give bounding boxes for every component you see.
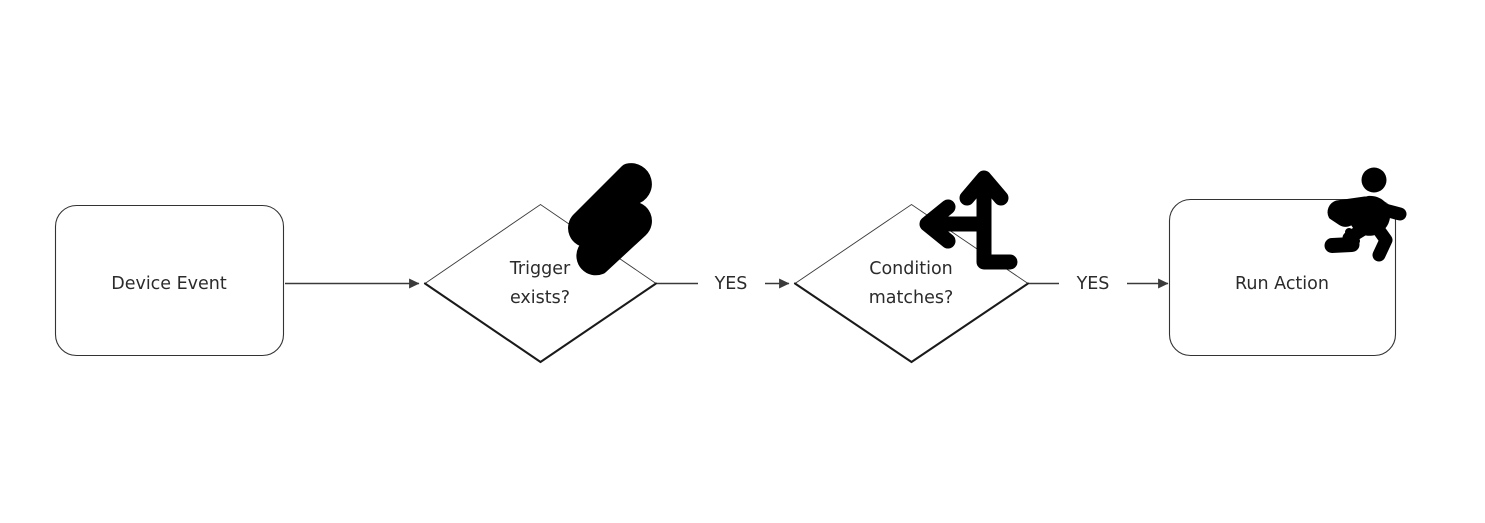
edge-label-yes-2: YES xyxy=(1076,274,1110,294)
trigger-label-line2: exists? xyxy=(510,288,570,308)
device-event-label: Device Event xyxy=(111,274,227,294)
node-condition-matches[interactable]: Condition matches? xyxy=(793,170,1030,364)
running-person-icon xyxy=(1324,167,1407,262)
trigger-label-line1: Trigger xyxy=(509,259,571,279)
condition-label-line2: matches? xyxy=(869,288,954,308)
node-trigger-exists[interactable]: Trigger exists? xyxy=(423,163,658,364)
node-run-action[interactable]: Run Action xyxy=(1168,167,1407,357)
node-device-event[interactable]: Device Event xyxy=(54,204,285,357)
condition-label-line1: Condition xyxy=(869,259,953,279)
run-action-box[interactable] xyxy=(1168,198,1397,357)
edge-condition-to-action: YES xyxy=(1029,274,1169,294)
lightning-bolt-icon xyxy=(568,163,652,276)
device-event-box[interactable] xyxy=(54,204,285,357)
run-action-label: Run Action xyxy=(1235,274,1329,294)
trigger-diamond-bottom-edges[interactable] xyxy=(423,282,658,364)
edge-label-yes-1: YES xyxy=(714,274,748,294)
condition-diamond-bottom-edges[interactable] xyxy=(793,282,1030,364)
edge-trigger-to-condition: YES xyxy=(657,274,790,294)
branch-arrow-icon xyxy=(919,170,1018,270)
